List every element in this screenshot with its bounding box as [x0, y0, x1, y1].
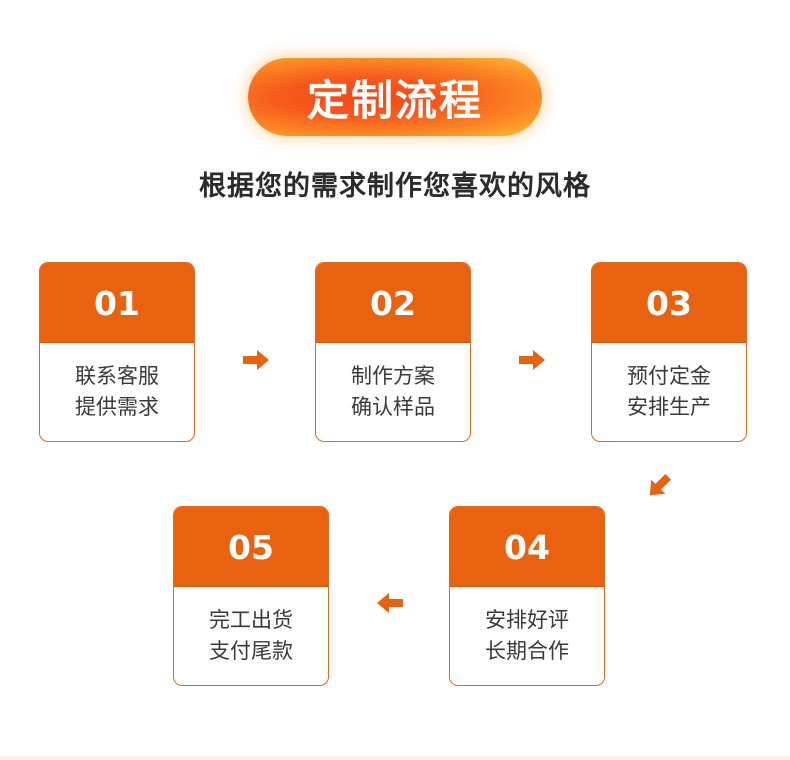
- step-number: 05: [174, 507, 328, 587]
- arrow-down-left-icon: [649, 473, 672, 496]
- process-step-01: 01 联系客服 提供需求: [39, 262, 195, 442]
- process-step-03: 03 预付定金 安排生产: [591, 262, 747, 442]
- step-number: 03: [592, 263, 746, 343]
- process-step-05: 05 完工出货 支付尾款: [173, 506, 329, 686]
- bottom-divider: [0, 756, 790, 760]
- step-text-line-1: 联系客服: [75, 364, 159, 388]
- step-description: 制作方案 确认样品: [316, 343, 470, 441]
- page-subtitle: 根据您的需求制作您喜欢的风格: [199, 171, 591, 202]
- step-description: 联系客服 提供需求: [40, 343, 194, 441]
- page-title: 定制流程: [306, 75, 483, 125]
- step-number: 04: [450, 507, 604, 587]
- step-text-line-2: 长期合作: [485, 639, 569, 663]
- process-step-02: 02 制作方案 确认样品: [315, 262, 471, 442]
- title-badge: 定制流程: [248, 58, 542, 136]
- step-description: 预付定金 安排生产: [592, 343, 746, 441]
- step-text-line-1: 完工出货: [209, 608, 293, 632]
- step-text-line-1: 预付定金: [627, 364, 711, 388]
- step-description: 完工出货 支付尾款: [174, 587, 328, 685]
- step-text-line-2: 安排生产: [627, 395, 711, 419]
- step-text-line-2: 提供需求: [75, 395, 159, 419]
- process-step-04: 04 安排好评 长期合作: [449, 506, 605, 686]
- step-number: 02: [316, 263, 470, 343]
- arrow-right-icon: [519, 350, 545, 370]
- step-description: 安排好评 长期合作: [450, 587, 604, 685]
- step-text-line-2: 确认样品: [351, 395, 435, 419]
- arrow-left-icon: [377, 593, 403, 613]
- arrow-right-icon: [243, 350, 269, 370]
- step-text-line-2: 支付尾款: [209, 639, 293, 663]
- step-text-line-1: 制作方案: [351, 364, 435, 388]
- step-text-line-1: 安排好评: [485, 608, 569, 632]
- step-number: 01: [40, 263, 194, 343]
